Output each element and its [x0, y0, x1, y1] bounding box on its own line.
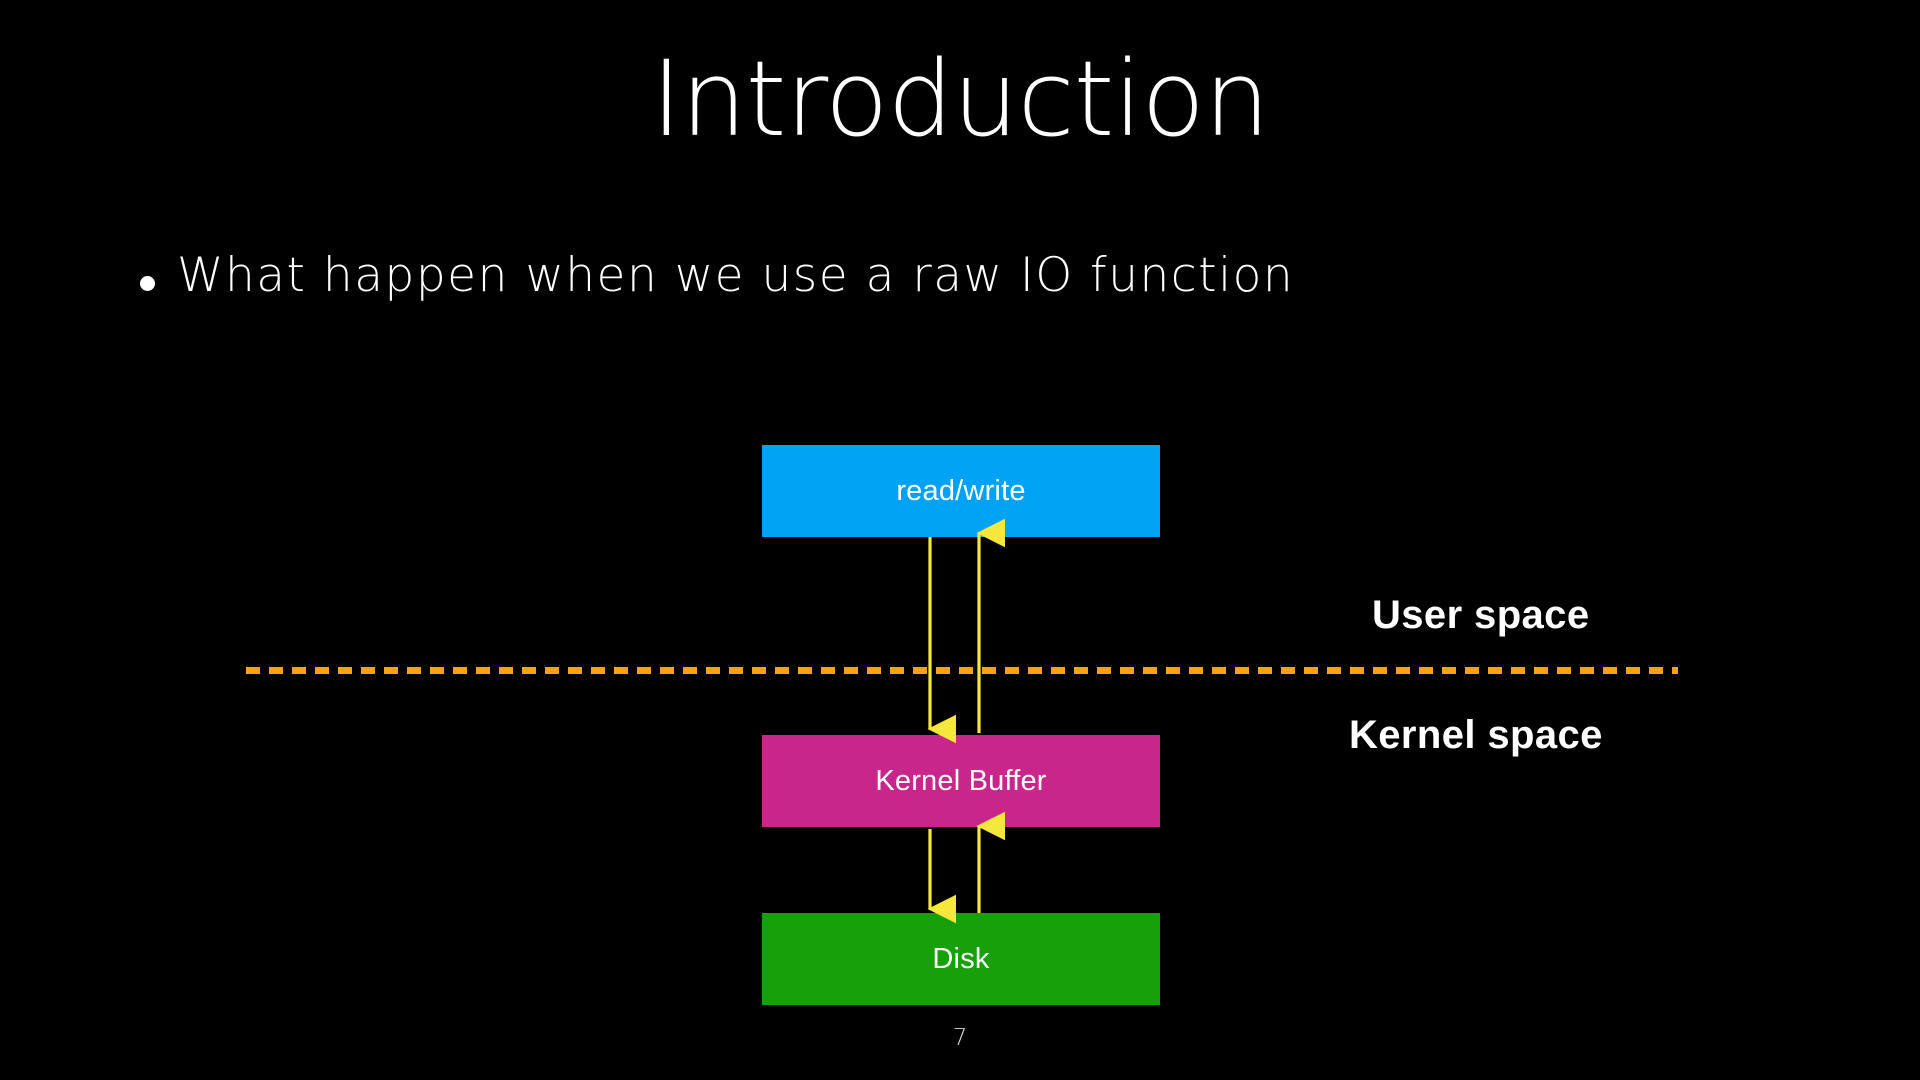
diagram-box-disk: Disk	[762, 913, 1160, 1005]
bullet-list-item: What happen when we use a raw IO functio…	[140, 248, 1294, 303]
page-title: Introduction	[651, 38, 1270, 160]
diagram-box-label: Kernel Buffer	[875, 764, 1047, 797]
diagram-box-read-write: read/write	[762, 445, 1160, 537]
label-user-space: User space	[1372, 593, 1590, 637]
diagram-box-kernel-buffer: Kernel Buffer	[762, 735, 1160, 827]
bullet-item-label: What happen when we use a raw IO functio…	[177, 248, 1295, 303]
user-kernel-boundary-divider	[246, 667, 1678, 674]
page-number: 7	[952, 1025, 968, 1051]
bullet-dot-icon	[140, 276, 155, 291]
diagram-box-label: read/write	[896, 474, 1026, 507]
diagram-box-label: Disk	[932, 942, 990, 975]
label-kernel-space: Kernel space	[1349, 713, 1603, 757]
